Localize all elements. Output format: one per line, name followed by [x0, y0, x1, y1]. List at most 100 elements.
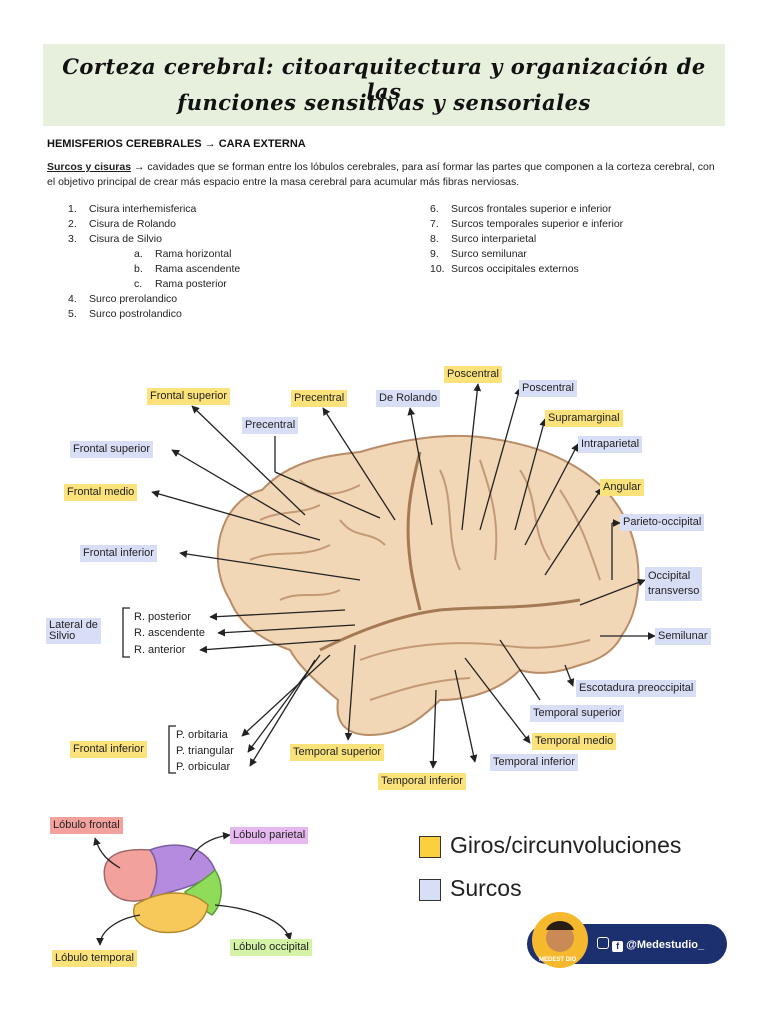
logo-avatar-face [546, 924, 574, 952]
leader-lobulo-frontal [93, 837, 121, 869]
facebook-icon: f [612, 941, 624, 952]
list-subitem: c.Rama posterior [134, 278, 227, 290]
label-lateral-silvio: Lateral de Silvio [46, 618, 101, 644]
label-lobulo-parietal: Lóbulo parietal [230, 827, 309, 844]
legend-giros: Giros/circunvoluciones [450, 832, 682, 858]
label-lateral-silvio-line2: Silvio [49, 630, 76, 642]
label-temporal-superior-giro: Temporal superior [290, 744, 385, 761]
list-item: 2.Cisura de Rolando [68, 218, 176, 230]
leader-lobulo-parietal [189, 831, 231, 861]
label-angular: Angular [600, 479, 644, 496]
label-occipital-transverso: Occipital transverso [645, 567, 703, 601]
leader-de-rolando [407, 407, 433, 526]
leader-p-orbitaria [241, 654, 331, 737]
label-p-triangular: P. triangular [176, 745, 234, 757]
label-lateral-silvio-line1: Lateral de [49, 619, 98, 631]
silvio-bracket [122, 607, 130, 658]
label-r-anterior: R. anterior [134, 644, 186, 656]
social-handle-text: @Medestudio_ [626, 939, 705, 951]
list-item: 4.Surco prerolandico [68, 293, 178, 305]
label-p-orbitaria: P. orbitaria [176, 729, 228, 741]
label-temporal-inferior-giro: Temporal inferior [378, 773, 466, 790]
paragraph-term: Surcos y cisuras [47, 161, 132, 173]
leader-lobulo-occipital [214, 904, 293, 941]
title-line-1: Corteza cerebral: citoarquitectura y org… [62, 54, 706, 104]
leader-angular [544, 487, 603, 576]
label-occipital-transverso-line2: transverso [648, 585, 700, 597]
list-item: 9.Surco semilunar [430, 248, 527, 260]
label-parieto-occipital: Parieto-occipital [620, 514, 705, 531]
list-item: 10.Surcos occipitales externos [430, 263, 579, 275]
leader-frontal-superior-giro [191, 405, 306, 516]
list-subitem: a.Rama horizontal [134, 248, 232, 260]
label-frontal-superior-giro: Frontal superior [147, 388, 231, 405]
leader-temporal-inferior-surco [454, 669, 478, 763]
list-item: 8.Surco interparietal [430, 233, 537, 245]
label-lobulo-frontal: Lóbulo frontal [50, 817, 123, 834]
medestudio-logo [527, 912, 727, 968]
list-left: 1.Cisura interhemisferica 2.Cisura de Ro… [68, 202, 368, 322]
label-intraparietal: Intraparietal [578, 436, 643, 453]
list-item: 7.Surcos temporales superior e inferior [430, 218, 624, 230]
label-supramarginal: Supramarginal [545, 410, 623, 427]
label-temporal-medio: Temporal medio [532, 733, 617, 750]
list-subitem: b.Rama ascendente [134, 263, 241, 275]
label-occipital-transverso-line1: Occipital [648, 570, 691, 582]
leader-r-anterior [199, 639, 341, 654]
lobes-illustration [103, 844, 222, 934]
legend-surcos: Surcos [450, 875, 522, 901]
leader-poscentral-giro [461, 383, 482, 531]
title-line-2: funciones sensitivas y sensoriales [177, 90, 591, 115]
list-item: 5.Surco postrolandico [68, 308, 182, 320]
leader-temporal-superior-giro [344, 644, 356, 741]
label-de-rolando: De Rolando [376, 390, 441, 407]
label-frontal-inferior-surco: Frontal inferior [80, 545, 157, 562]
leader-frontal-inferior-surco [179, 550, 361, 581]
leader-precentral-giro [322, 407, 396, 521]
label-lobulo-temporal: Lóbulo temporal [52, 950, 137, 967]
brain-illustration [216, 434, 640, 737]
list-item: 3.Cisura de Silvio [68, 233, 162, 245]
leader-occipital-transverso [579, 578, 646, 606]
legend-yellow-swatch [419, 836, 441, 858]
paragraph-text: → cavidades que se forman entre los lóbu… [47, 161, 715, 188]
title-banner: Corteza cerebral: citoarquitectura y org… [43, 44, 725, 126]
logo-text: MEDEST DIO [539, 957, 577, 963]
leader-escotadura [564, 664, 575, 687]
parietal-lobe-shape [148, 844, 216, 900]
label-temporal-inferior-surco: Temporal inferior [490, 754, 578, 771]
label-temporal-superior-surco: Temporal superior [530, 705, 625, 722]
leader-lobulo-temporal [96, 914, 141, 946]
legend-blue-swatch [419, 879, 441, 901]
label-precentral-giro: Precentral [291, 390, 348, 407]
leader-temporal-superior-surco [499, 639, 541, 701]
list-item: 6.Surcos frontales superior e inferior [430, 203, 612, 215]
leader-precentral-surco-2 [274, 471, 381, 519]
label-lobulo-occipital: Lóbulo occipital [230, 939, 312, 956]
leader-r-posterior [209, 609, 346, 621]
central-sulcus-mark [406, 451, 422, 611]
leader-intraparietal [524, 443, 579, 546]
label-escotadura: Escotadura preoccipital [576, 680, 697, 697]
leader-r-ascendente [217, 624, 356, 637]
frontal-lobe-shape [103, 848, 158, 902]
temporal-lobe-shape [133, 892, 209, 934]
frontal-inferior-bracket [168, 725, 176, 774]
label-frontal-superior-surco: Frontal superior [70, 441, 154, 458]
leader-frontal-superior-surco [171, 449, 301, 526]
sylvian-fissure-mark [319, 598, 581, 652]
label-p-orbicular: P. orbicular [176, 761, 231, 773]
lobe-leaders [93, 831, 293, 946]
label-r-ascendente: R. ascendente [134, 627, 205, 639]
social-handle: f @Medestudio_ [597, 937, 704, 952]
leader-temporal-medio [464, 657, 531, 744]
leader-lines [151, 383, 656, 769]
logo-avatar-hair [546, 921, 574, 930]
label-poscentral-giro: Poscentral [444, 366, 502, 383]
instagram-icon [597, 937, 609, 949]
label-poscentral-surco: Poscentral [519, 380, 577, 397]
list-right: 6.Surcos frontales superior e inferior 7… [430, 202, 730, 277]
label-frontal-medio: Frontal medio [64, 484, 138, 501]
leader-supramarginal [514, 418, 547, 531]
